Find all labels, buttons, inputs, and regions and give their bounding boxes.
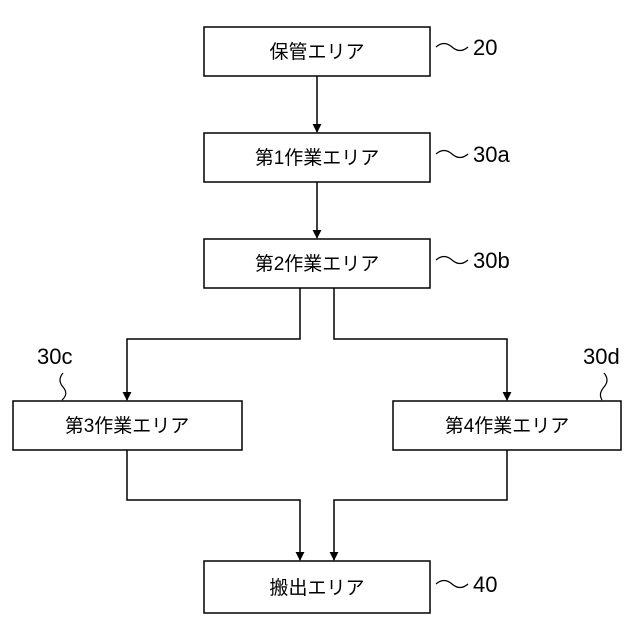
- box-work1-label: 第1作業エリア: [255, 147, 380, 169]
- box-carryout-label: 搬出エリア: [269, 577, 364, 599]
- leader-30d: [600, 373, 607, 400]
- box-work4: 第4作業エリア: [393, 401, 621, 450]
- arrow-work2-to-work3: [127, 288, 300, 400]
- leader-30b: [436, 257, 468, 264]
- box-storage-label: 保管エリア: [269, 41, 364, 63]
- ref-30d: 30d: [583, 344, 620, 369]
- arrow-work4-to-carryout: [334, 450, 507, 560]
- arrow-work2-to-work4: [334, 288, 507, 400]
- box-carryout: 搬出エリア: [204, 561, 430, 613]
- box-storage: 保管エリア: [204, 27, 430, 76]
- ref-20: 20: [473, 35, 497, 60]
- leader-30c: [60, 373, 66, 400]
- leader-40: [436, 581, 468, 588]
- ref-30b: 30b: [473, 248, 510, 273]
- box-work3-label: 第3作業エリア: [65, 415, 190, 437]
- leader-30a: [436, 151, 468, 158]
- box-work3: 第3作業エリア: [13, 401, 242, 450]
- ref-30a: 30a: [473, 142, 510, 167]
- box-work4-label: 第4作業エリア: [445, 415, 570, 437]
- leader-20: [436, 44, 468, 51]
- box-work2-label: 第2作業エリア: [255, 253, 380, 275]
- ref-30c: 30c: [37, 344, 72, 369]
- box-work1: 第1作業エリア: [204, 133, 430, 182]
- ref-40: 40: [473, 572, 497, 597]
- arrow-work3-to-carryout: [127, 450, 300, 560]
- box-work2: 第2作業エリア: [204, 239, 430, 288]
